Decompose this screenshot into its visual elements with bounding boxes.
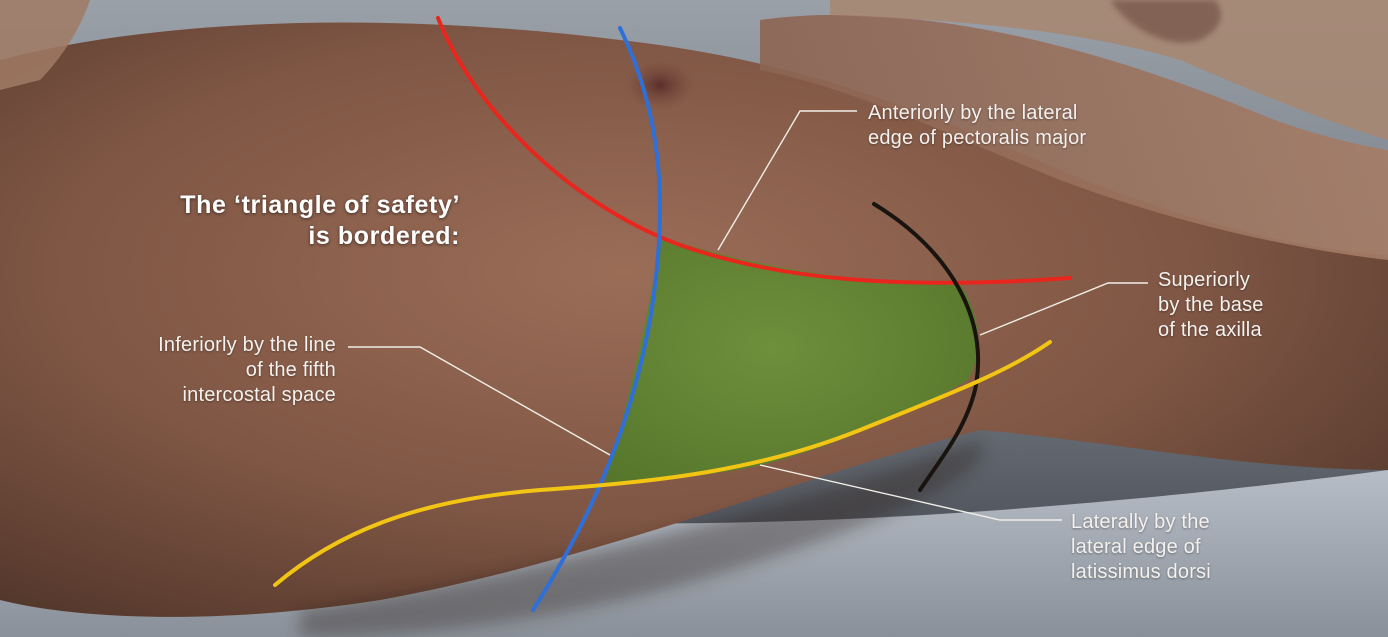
superior-border-label: Superiorly by the base of the axilla bbox=[1158, 268, 1264, 343]
title-line-2: is bordered: bbox=[180, 221, 460, 252]
anterior-label-line-1: Anteriorly by the lateral bbox=[868, 101, 1086, 126]
inferior-label-line-2: of the fifth bbox=[158, 358, 336, 383]
title-line-1: The ‘triangle of safety’ bbox=[180, 190, 460, 221]
lateral-label-line-1: Laterally by the bbox=[1071, 510, 1211, 535]
superior-label-line-3: of the axilla bbox=[1158, 318, 1264, 343]
diagram-title: The ‘triangle of safety’ is bordered: bbox=[180, 190, 460, 252]
lateral-label-line-2: lateral edge of bbox=[1071, 535, 1211, 560]
anterior-border-label: Anteriorly by the lateral edge of pector… bbox=[868, 101, 1086, 151]
inferior-label-line-3: intercostal space bbox=[158, 383, 336, 408]
superior-label-line-1: Superiorly bbox=[1158, 268, 1264, 293]
anterior-label-line-2: edge of pectoralis major bbox=[868, 126, 1086, 151]
inferior-label-line-1: Inferiorly by the line bbox=[158, 333, 336, 358]
superior-label-line-2: by the base bbox=[1158, 293, 1264, 318]
lateral-label-line-3: latissimus dorsi bbox=[1071, 560, 1211, 585]
inferior-border-label: Inferiorly by the line of the fifth inte… bbox=[158, 333, 336, 408]
lateral-border-label: Laterally by the lateral edge of latissi… bbox=[1071, 510, 1211, 585]
